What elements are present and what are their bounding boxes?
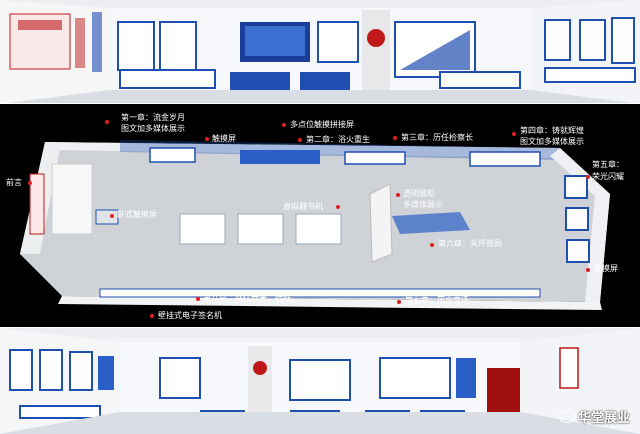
bottom-rendering: 华堂展业: [0, 328, 640, 434]
label-dot: [105, 120, 109, 124]
label-dot: [298, 138, 302, 142]
label-dot: [110, 214, 114, 218]
label-dot: [205, 137, 209, 141]
label-chapter-7: 第七章：历史变迁: [405, 296, 469, 305]
label-chapter-1: 第一章：流金岁月: [121, 113, 185, 122]
label-chapter-2: 第二章：浴火重生: [306, 135, 370, 144]
floor-plan-drawing: [20, 140, 610, 310]
label-transparent-cabinet: 透明展柜: [403, 189, 435, 198]
label-dot: [393, 136, 397, 140]
label-dot: [396, 193, 400, 197]
label-dot: [28, 181, 32, 185]
label-chapter-8: 第八章：继往开来、砥砺: [203, 293, 291, 302]
label-dot: [430, 243, 434, 247]
label-chapter-5: 第五章：: [592, 160, 624, 169]
watermark-text: 华堂展业: [577, 411, 630, 426]
label-dot: [512, 132, 516, 136]
label-transparent-cabinet-sub: 多媒体展示: [403, 200, 443, 209]
label-dot: [336, 205, 340, 209]
label-dot: [150, 314, 154, 318]
label-preface: 前言: [6, 178, 22, 187]
label-horizontal-touch-screen: 卧式触摸屏: [117, 210, 157, 219]
label-dot: [586, 175, 590, 179]
label-multi-touch-screen: 多点位触摸拼接屏: [290, 120, 354, 129]
top-wall-drawing: [0, 0, 640, 104]
label-virtual-book: 虚拟翻书机: [283, 202, 323, 211]
top-rendering: [0, 0, 640, 104]
floor-plan: 第一章：流金岁月 图文加多媒体展示 触摸屏 多点位触摸拼接屏 第二章：浴火重生 …: [0, 104, 640, 328]
watermark: 华堂展业: [558, 407, 630, 426]
label-chapter-5-sub: 荣光闪耀: [592, 172, 624, 181]
label-chapter-4: 第四章：铸就辉煌: [520, 126, 584, 135]
label-chapter-3: 第三章：历任检察长: [401, 133, 473, 142]
label-dot: [196, 297, 200, 301]
label-touch-screen-top: 触摸屏: [212, 134, 236, 143]
label-dot: [586, 268, 590, 272]
label-touch-screen-right: 触摸屏: [594, 264, 618, 273]
label-wall-signature-machine: 壁挂式电子签名机: [158, 311, 222, 320]
label-chapter-6: 第六章：关怀鼓励: [438, 239, 502, 248]
label-chapter-1-sub: 图文加多媒体展示: [121, 124, 185, 133]
label-dot: [282, 123, 286, 127]
label-dot: [397, 300, 401, 304]
bottom-wall-drawing: [0, 328, 640, 434]
label-chapter-4-sub: 图文加多媒体展示: [520, 137, 584, 146]
chat-bubble-icon: [558, 410, 575, 423]
